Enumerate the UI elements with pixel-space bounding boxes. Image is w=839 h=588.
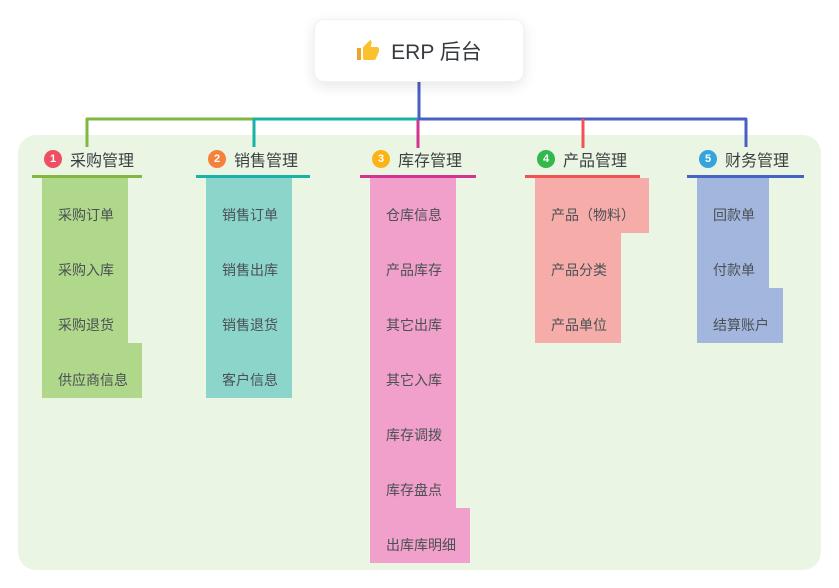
branch-label: 产品管理	[563, 152, 628, 170]
child-node[interactable]: 出库库明细	[370, 508, 470, 563]
branch-products: 4 产品管理 产品（物料） 产品分类 产品单位	[525, 145, 649, 343]
child-node[interactable]: 付款单	[697, 233, 769, 288]
branch-label: 库存管理	[398, 152, 463, 170]
child-node[interactable]: 产品（物料）	[535, 178, 649, 233]
branch-number-badge: 1	[44, 149, 62, 168]
child-node[interactable]: 销售订单	[206, 178, 292, 233]
root-node-label: ERP 后台	[391, 40, 482, 64]
branch-number-badge: 3	[372, 149, 390, 168]
branch-label: 财务管理	[725, 152, 790, 170]
child-connector-line	[697, 178, 699, 340]
child-connector-line	[370, 178, 372, 560]
child-connector-line	[42, 178, 44, 395]
child-connector-line	[206, 178, 208, 395]
branch-number-badge: 5	[699, 149, 717, 168]
child-connector-line	[535, 178, 537, 340]
child-node[interactable]: 供应商信息	[42, 343, 142, 398]
branch-title-inventory[interactable]: 3 库存管理	[360, 145, 476, 178]
child-node[interactable]: 库存盘点	[370, 453, 456, 508]
branch-title-products[interactable]: 4 产品管理	[525, 145, 640, 178]
branch-number-badge: 4	[537, 149, 555, 168]
child-node[interactable]: 其它入库	[370, 343, 456, 398]
branch-title-finance[interactable]: 5 财务管理	[687, 145, 804, 178]
branch-inventory: 3 库存管理 仓库信息 产品库存 其它出库 其它入库 库存调拨 库存盘点 出库库…	[360, 145, 476, 563]
child-node[interactable]: 产品分类	[535, 233, 621, 288]
root-node[interactable]: ERP 后台	[314, 19, 524, 82]
child-node[interactable]: 其它出库	[370, 288, 456, 343]
branch-number-badge: 2	[208, 149, 226, 168]
child-node[interactable]: 回款单	[697, 178, 769, 233]
child-node[interactable]: 结算账户	[697, 288, 783, 343]
child-node[interactable]: 库存调拨	[370, 398, 456, 453]
child-node[interactable]: 仓库信息	[370, 178, 456, 233]
branch-children: 销售订单 销售出库 销售退货 客户信息	[196, 178, 310, 398]
child-node[interactable]: 产品单位	[535, 288, 621, 343]
branch-children: 仓库信息 产品库存 其它出库 其它入库 库存调拨 库存盘点 出库库明细	[360, 178, 476, 563]
branch-label: 采购管理	[70, 152, 135, 170]
branch-children: 产品（物料） 产品分类 产品单位	[525, 178, 649, 343]
child-node[interactable]: 采购退货	[42, 288, 128, 343]
child-node[interactable]: 销售出库	[206, 233, 292, 288]
child-node[interactable]: 产品库存	[370, 233, 456, 288]
child-node[interactable]: 采购订单	[42, 178, 128, 233]
branch-label: 销售管理	[234, 152, 299, 170]
branch-title-sales[interactable]: 2 销售管理	[196, 145, 310, 178]
branch-children: 采购订单 采购入库 采购退货 供应商信息	[32, 178, 142, 398]
branch-finance: 5 财务管理 回款单 付款单 结算账户	[687, 145, 804, 343]
child-node[interactable]: 采购入库	[42, 233, 128, 288]
branch-title-purchase[interactable]: 1 采购管理	[32, 145, 142, 178]
child-node[interactable]: 销售退货	[206, 288, 292, 343]
branch-sales: 2 销售管理 销售订单 销售出库 销售退货 客户信息	[196, 145, 310, 398]
child-node[interactable]: 客户信息	[206, 343, 292, 398]
branch-purchase: 1 采购管理 采购订单 采购入库 采购退货 供应商信息	[32, 145, 142, 398]
thumbs-up-icon	[356, 39, 380, 63]
branch-children: 回款单 付款单 结算账户	[687, 178, 804, 343]
